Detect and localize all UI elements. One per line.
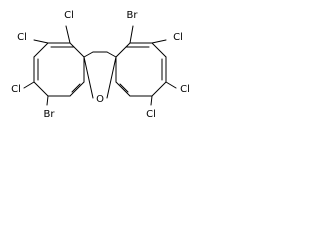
bond <box>115 42 131 58</box>
chlorine-label-right-lower: Cl <box>180 84 190 95</box>
bond <box>33 81 49 97</box>
bond <box>23 81 35 89</box>
bond <box>83 51 94 58</box>
oxygen-label: O <box>96 94 104 105</box>
chemical-structure-diagram: O Br Cl Cl Cl Br Cl Cl Cl <box>0 0 201 129</box>
bond <box>69 42 85 58</box>
chlorine-label-right-upper: Cl <box>173 32 183 43</box>
bond <box>165 81 177 89</box>
bond <box>151 42 167 58</box>
bond <box>129 25 134 44</box>
bond <box>65 25 71 44</box>
chlorine-label-bottom-right: Cl <box>146 109 156 120</box>
bond <box>151 39 167 44</box>
bond <box>69 81 85 97</box>
bond <box>106 51 117 58</box>
bromine-label-top-right: Br <box>127 10 139 21</box>
oxygen-label-bg <box>94 91 106 105</box>
bond <box>150 95 153 106</box>
bond <box>46 95 49 106</box>
bromine-label-bottom-left: Br <box>44 109 56 120</box>
bond <box>33 39 49 44</box>
bond <box>71 83 81 93</box>
chlorine-label-left-lower: Cl <box>11 84 21 95</box>
chlorine-label-left-upper: Cl <box>17 32 27 43</box>
structure-svg: O Br Cl Cl Cl Br Cl Cl Cl <box>11 10 190 120</box>
bond <box>33 42 49 58</box>
bond <box>119 83 129 93</box>
bond <box>115 81 131 97</box>
bond <box>151 81 167 97</box>
chlorine-label-top-left: Cl <box>64 10 74 21</box>
bond <box>106 56 117 99</box>
bond <box>83 56 94 99</box>
